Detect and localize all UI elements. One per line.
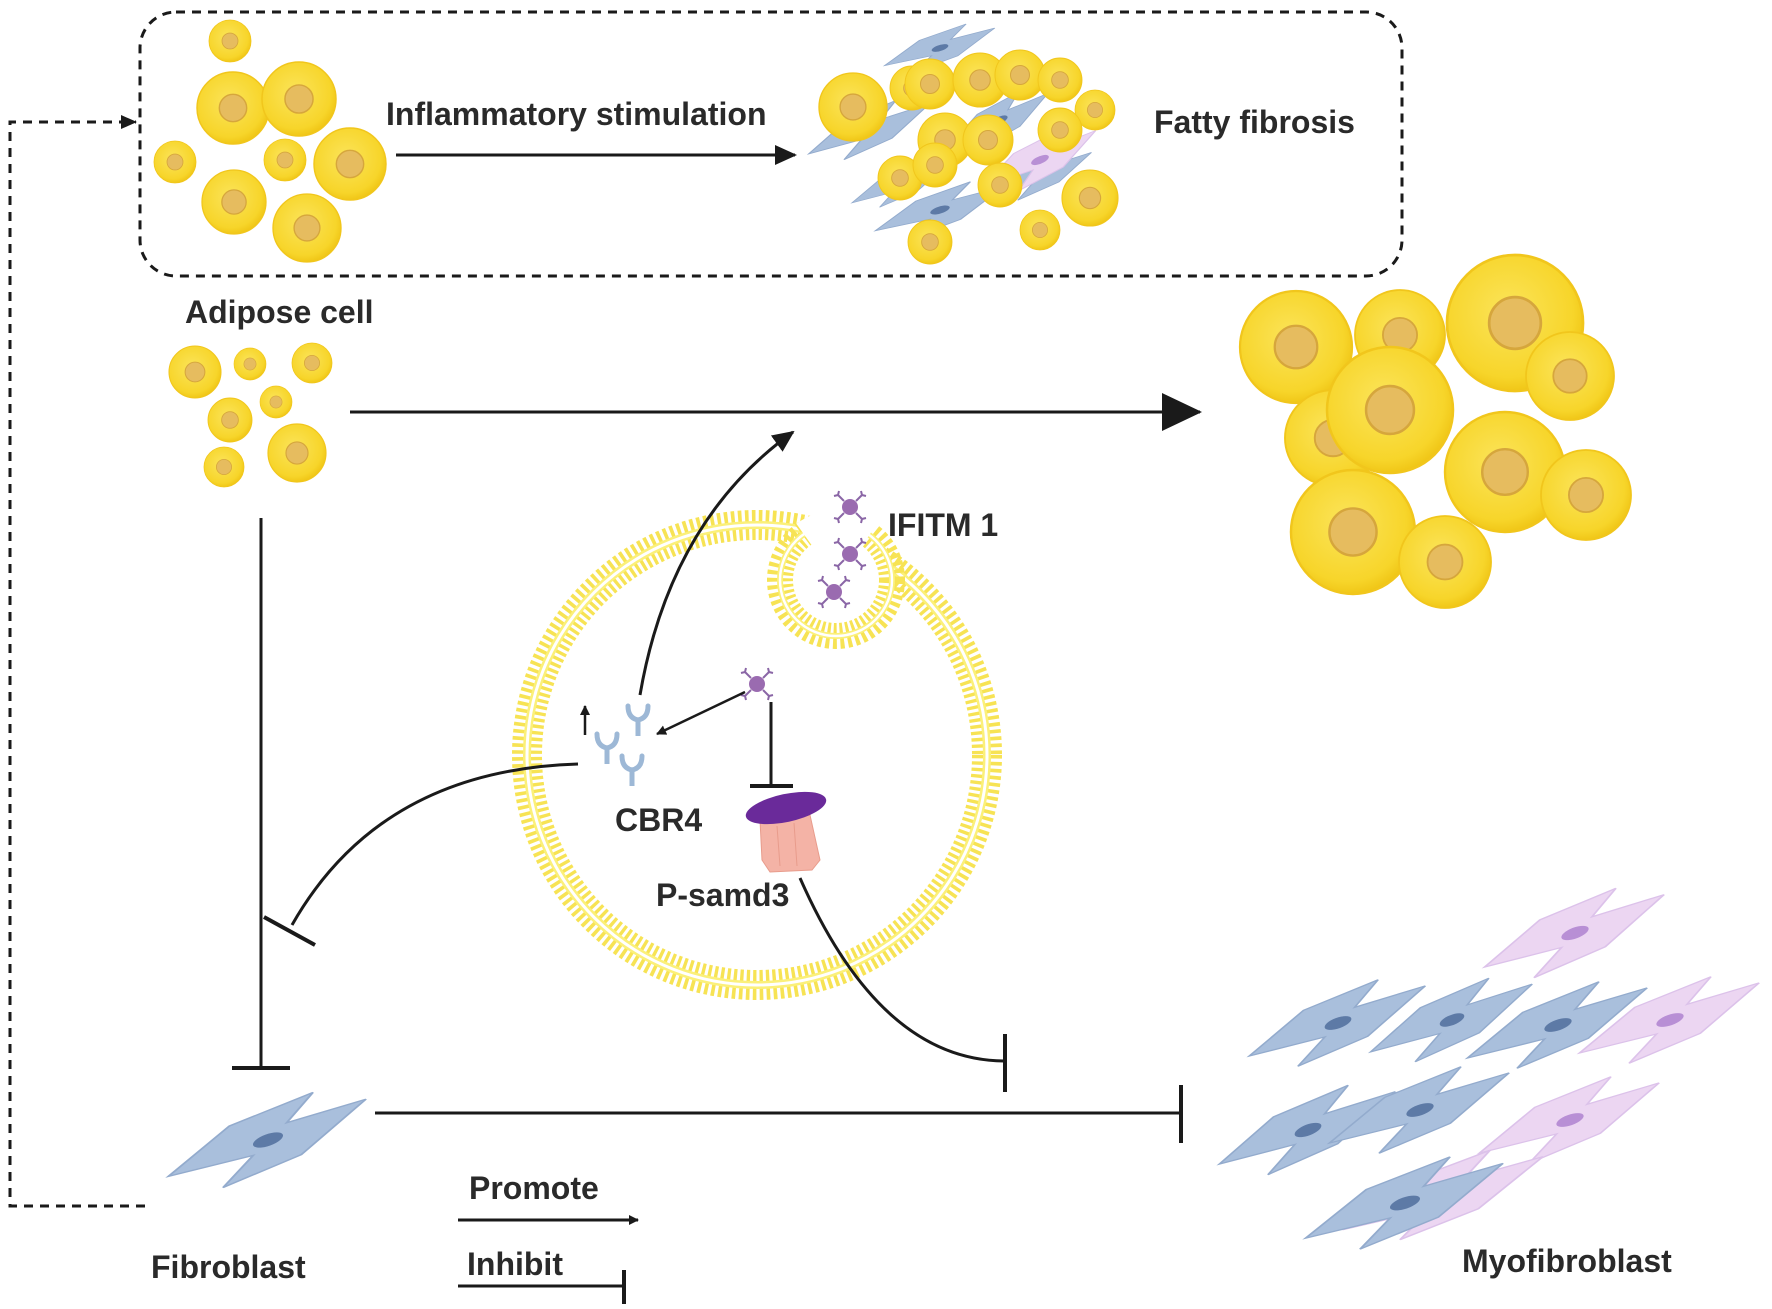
legend: Promote Inhibit <box>458 1170 639 1304</box>
ifitm1-protein-inner <box>740 667 774 701</box>
inflammatory-label: Inflammatory stimulation <box>386 96 767 132</box>
myofibroblast-cluster <box>1200 883 1772 1256</box>
fibroblast-label: Fibroblast <box>151 1249 306 1285</box>
ifitm-to-cbr4-arrow <box>656 690 746 736</box>
fatty-fibrosis-label: Fatty fibrosis <box>1154 104 1355 140</box>
cbr4-inhibition-curve <box>290 762 579 926</box>
adipose-cell-label: Adipose cell <box>185 294 374 330</box>
fibroblast-cell <box>146 1086 390 1193</box>
cbr4-promotes-adipocyte-arrow <box>638 430 795 696</box>
top-adipocyte-cluster <box>153 19 387 263</box>
psmad3-label: P-samd3 <box>656 877 789 913</box>
legend-inhibit-label: Inhibit <box>467 1246 563 1282</box>
cell-membrane <box>512 510 1002 1000</box>
feedback-dashed-arrow <box>8 115 145 1208</box>
ifitm1-label: IFITM 1 <box>888 507 998 543</box>
psmad3-inhibition-curve <box>798 877 1005 1063</box>
legend-promote-label: Promote <box>469 1170 599 1206</box>
adipose-cell-cluster <box>168 342 333 488</box>
cbr4-receptors <box>597 706 648 786</box>
cbr4-label: CBR4 <box>615 802 702 838</box>
myofibroblast-label: Myofibroblast <box>1462 1243 1672 1279</box>
fatty-fibrosis-cluster <box>791 21 1120 264</box>
psmad3-complex <box>745 791 827 873</box>
hypertrophic-adipocytes <box>1238 253 1632 609</box>
inflammation-box <box>138 10 1404 278</box>
